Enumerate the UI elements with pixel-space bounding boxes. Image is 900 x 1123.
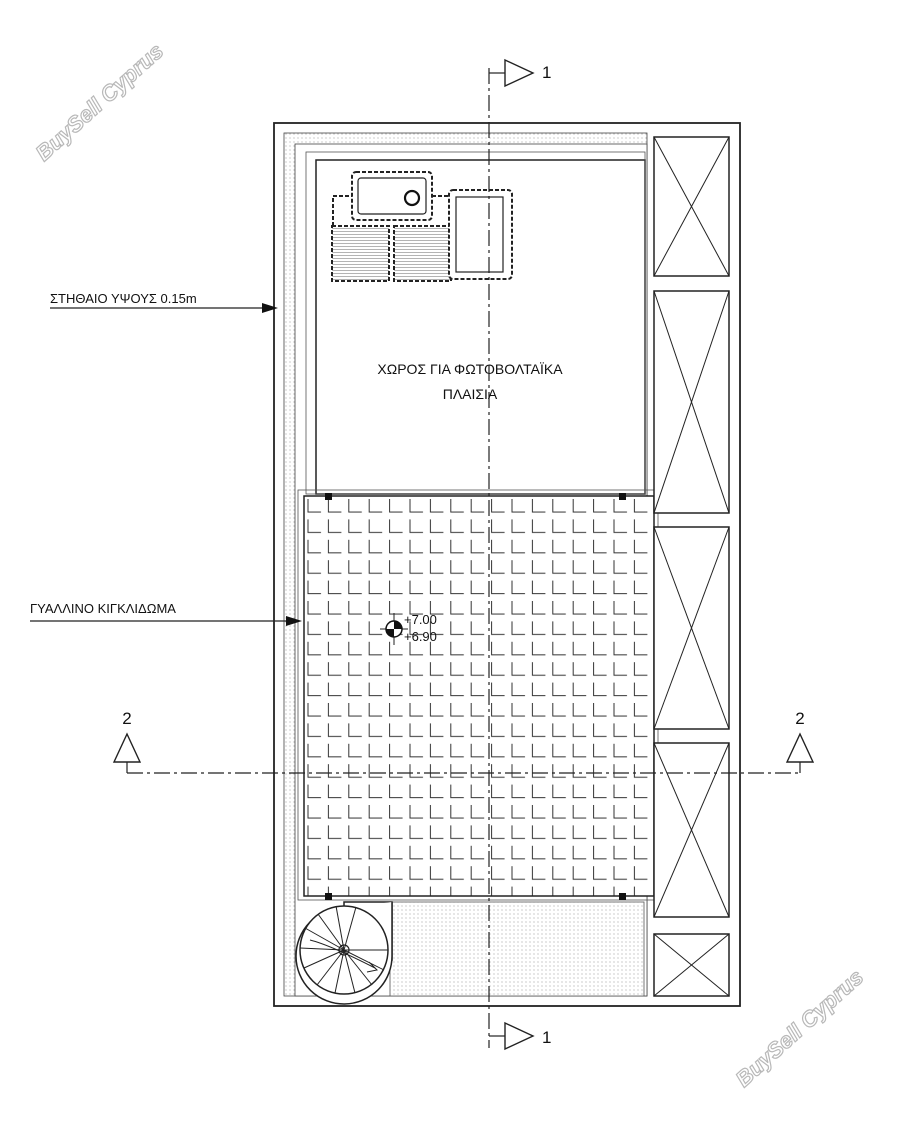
light-well [653, 742, 730, 918]
pv-area-label-2: ΠΛΑΙΣΙΑ [443, 386, 498, 402]
section-2-right-marker [785, 732, 815, 773]
column [619, 893, 626, 900]
level-bottom: +6.90 [404, 629, 437, 644]
column [619, 493, 626, 500]
light-well [653, 290, 730, 514]
section-1-top-label: 1 [542, 63, 551, 82]
tank-outlet-icon [403, 189, 421, 207]
glass-railing-label: ΓΥΑΛΛΙΝΟ ΚΙΓΚΛΙΔΩΜΑ [30, 601, 176, 616]
light-well [653, 136, 730, 277]
solar-collector-right [393, 225, 452, 282]
level-top: +7.00 [404, 612, 437, 627]
glass-railing-arrow-icon [286, 616, 302, 626]
column [325, 493, 332, 500]
watermark-top: BuySell Cyprus [31, 38, 169, 165]
tiled-terrace [303, 495, 655, 897]
light-well [653, 526, 730, 730]
parapet-label: ΣΤΗΘΑΙΟ ΥΨΟΥΣ 0.15m [50, 291, 197, 306]
light-well [653, 933, 730, 997]
section-1-bottom-marker [489, 1021, 535, 1051]
level-marker-icon [380, 613, 408, 645]
section-2-right-label: 2 [795, 709, 804, 728]
column [325, 893, 332, 900]
parapet-arrow-icon [262, 303, 278, 313]
lower-dotted-area [389, 901, 645, 997]
spiral-staircase [295, 901, 393, 1005]
pv-area-border [305, 151, 646, 495]
watermark-bottom: BuySell Cyprus [731, 964, 869, 1091]
section-1-bottom-label: 1 [542, 1028, 551, 1047]
storage-unit [448, 189, 513, 280]
solar-collector-left [331, 225, 390, 282]
water-tank [351, 171, 433, 221]
pv-area-label: ΧΩΡΟΣ ΓΙΑ ΦΩΤΟΒΟΛΤΑΪΚΑ [377, 361, 563, 377]
section-2-left-label: 2 [122, 709, 131, 728]
section-2-left-marker [112, 732, 142, 773]
section-1-top-marker [489, 58, 535, 88]
